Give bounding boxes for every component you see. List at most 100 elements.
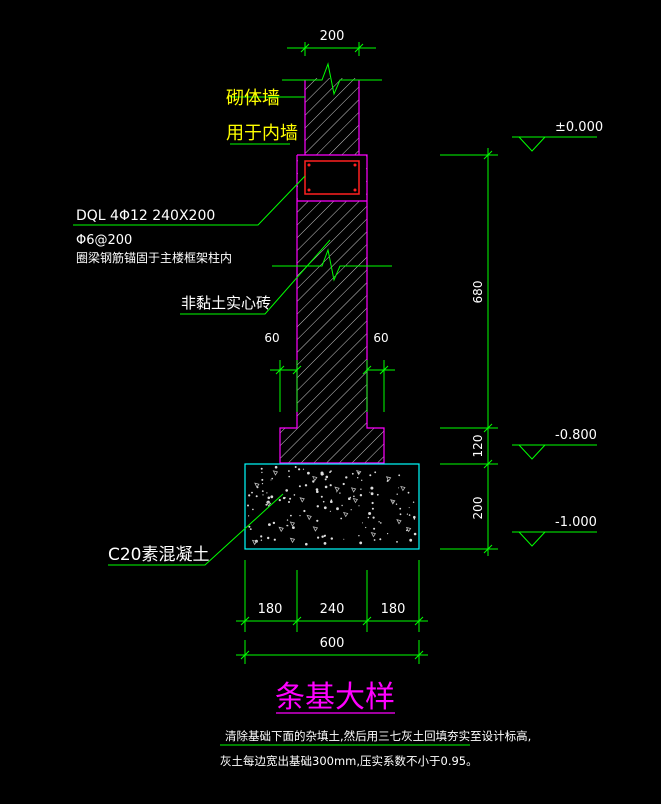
concrete-speckle [307, 471, 310, 475]
concrete-speckle [351, 472, 354, 475]
concrete-speckle [261, 490, 264, 492]
concrete-speckle [261, 471, 263, 474]
concrete-speckle [370, 492, 374, 496]
concrete-speckle [345, 476, 348, 479]
dim-height-wall: 680 [471, 281, 485, 304]
concrete-speckle [320, 495, 323, 498]
concrete-speckle [380, 522, 382, 524]
concrete-speckle [396, 541, 398, 543]
concrete-speckle [266, 492, 268, 494]
dim-offset-left: 60 [264, 331, 279, 345]
concrete-aggregate [289, 521, 296, 527]
dim-offset-right: 60 [373, 331, 388, 345]
concrete-speckle [412, 501, 415, 503]
concrete-aggregate [289, 537, 296, 544]
concrete-speckle [261, 478, 264, 481]
concrete-speckle [299, 515, 301, 517]
concrete-aggregate [306, 514, 312, 521]
concrete-speckle [288, 470, 290, 472]
concrete-speckle [302, 468, 305, 470]
concrete-speckle [290, 514, 292, 517]
concrete-speckle [278, 499, 281, 502]
concrete-aggregate [352, 497, 359, 504]
concrete-speckle [408, 507, 410, 509]
concrete-speckle [367, 516, 370, 519]
ring-beam [304, 160, 360, 195]
concrete-speckle [369, 474, 372, 477]
concrete-speckle [371, 501, 374, 505]
dim-bottom-left: 180 [258, 602, 283, 617]
concrete-speckle [255, 495, 258, 498]
concrete-speckle [294, 466, 297, 468]
concrete-aggregate [390, 499, 396, 505]
concrete-speckle [267, 536, 270, 540]
concrete-speckle [374, 471, 377, 474]
concrete-speckle [330, 499, 333, 501]
concrete-speckle [312, 480, 315, 483]
concrete-speckle [357, 477, 359, 479]
concrete-speckle [248, 515, 250, 517]
concrete-speckle [387, 533, 389, 535]
concrete-speckle [371, 507, 374, 510]
beam-label-line3: 圈梁钢筋锚固于主楼框架柱内 [76, 250, 232, 265]
concrete-speckle [304, 484, 308, 487]
concrete-speckle [267, 496, 271, 500]
concrete-speckle [386, 480, 389, 482]
concrete-speckle [321, 535, 324, 538]
wall-label-line2: 用于内墙 [226, 123, 298, 144]
concrete-speckle [341, 504, 343, 507]
concrete-speckle [251, 491, 253, 494]
concrete-speckle [398, 487, 400, 489]
concrete-aggregate [370, 532, 377, 538]
concrete-speckle [342, 482, 345, 486]
concrete-speckle [249, 528, 252, 530]
concrete-speckle [373, 527, 376, 530]
concrete-speckle [260, 539, 263, 541]
concrete-speckle [274, 465, 278, 469]
dim-top-width: 200 [320, 29, 345, 44]
concrete-aggregate [400, 485, 406, 492]
concrete-speckle [349, 496, 352, 498]
concrete-speckle [329, 471, 331, 473]
concrete-speckle [316, 505, 319, 508]
concrete-aggregate [254, 482, 260, 488]
concrete-label: C20素混凝土 [108, 545, 210, 565]
elevation-top: ±0.000 [555, 120, 603, 135]
concrete-speckle [409, 538, 413, 542]
concrete-aggregate [350, 487, 357, 493]
concrete-speckle [305, 542, 308, 546]
concrete-speckle [413, 532, 417, 536]
concrete-speckle [358, 535, 360, 537]
concrete-speckle [317, 536, 320, 539]
concrete-speckle [262, 494, 264, 496]
concrete-speckle [288, 475, 291, 478]
concrete-speckle [315, 488, 319, 491]
concrete-speckle [325, 475, 329, 479]
concrete-aggregate [396, 519, 402, 525]
drawing-title: 条基大样 [275, 680, 395, 715]
concrete-speckle [413, 518, 416, 520]
concrete-speckle [285, 489, 289, 492]
concrete-speckle [323, 542, 327, 545]
dim-height-base: 200 [471, 497, 485, 520]
concrete-speckle [330, 501, 333, 503]
beam-label-line2: Φ6@200 [76, 233, 132, 248]
concrete-speckle [353, 495, 355, 498]
concrete-speckle [288, 501, 290, 503]
concrete-speckle [286, 524, 288, 527]
concrete-speckle [265, 503, 268, 506]
concrete-speckle [406, 529, 408, 532]
concrete-speckle [282, 496, 286, 500]
concrete-speckle [260, 467, 263, 470]
concrete-base [244, 463, 420, 550]
elevation-bottom: -1.000 [555, 515, 597, 530]
concrete-speckle [324, 478, 327, 481]
concrete-speckle [399, 513, 402, 516]
concrete-speckle [340, 517, 343, 520]
concrete-speckle [368, 512, 372, 515]
concrete-speckle [329, 484, 332, 487]
concrete-speckle [247, 504, 249, 507]
elevation-mid: -0.800 [555, 428, 597, 443]
concrete-speckle [248, 494, 251, 497]
